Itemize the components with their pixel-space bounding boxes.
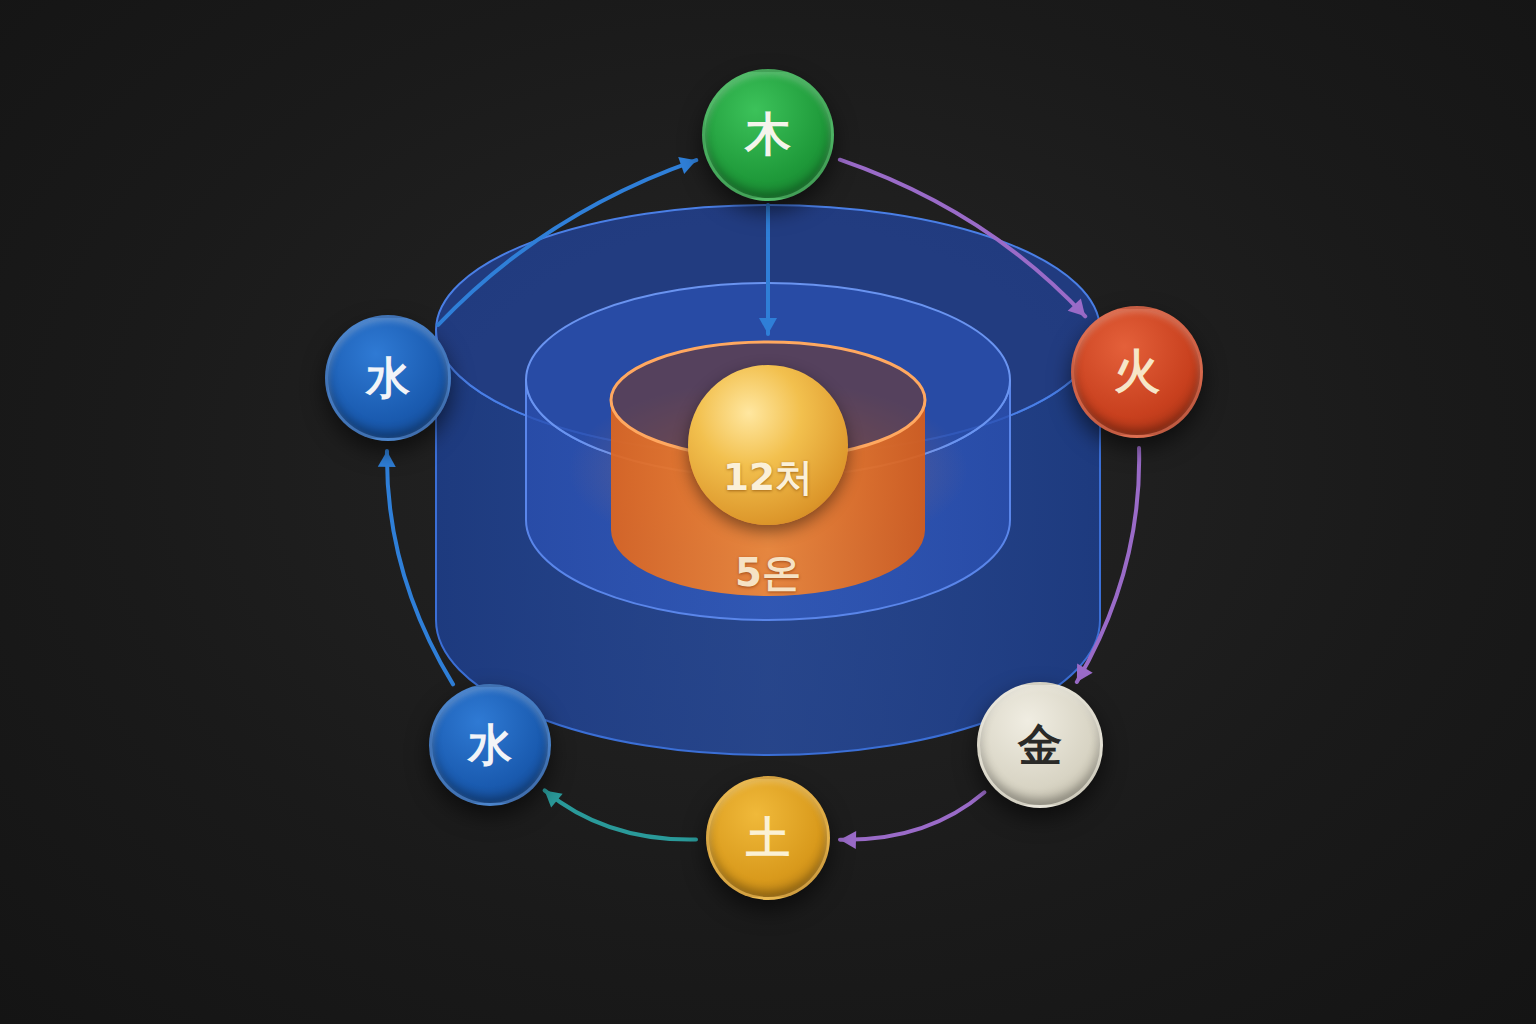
orange-ring-band: 5온 12처 xyxy=(608,338,928,600)
node-label: 5온 xyxy=(608,548,928,600)
arrowhead xyxy=(1068,299,1085,317)
node-label: 水 xyxy=(366,349,410,408)
element-circle: 木 xyxy=(702,69,834,201)
cycle-arrow xyxy=(387,451,453,684)
element-circle: 金 xyxy=(977,682,1103,808)
cycle-arrow xyxy=(545,790,696,839)
golden-sphere: 12처 xyxy=(688,365,848,525)
node-label: 木 xyxy=(745,104,791,166)
arrowhead xyxy=(840,831,856,849)
element-circle: 水 xyxy=(429,684,551,806)
node-label: 土 xyxy=(746,809,790,868)
element-circle: 土 xyxy=(706,776,830,900)
arrowhead xyxy=(1077,664,1093,682)
element-circle: 水 xyxy=(325,315,451,441)
cycle-arrow xyxy=(766,205,770,334)
node-label: 水 xyxy=(468,716,512,775)
node-label: 金 xyxy=(1018,716,1062,775)
cycle-arrow xyxy=(840,160,1085,317)
element-circle: 火 xyxy=(1071,306,1203,438)
node-label: 12처 xyxy=(688,453,848,503)
cycle-arrow xyxy=(840,792,984,839)
node-label: 火 xyxy=(1114,341,1160,403)
arrowhead xyxy=(759,318,777,334)
arrowhead xyxy=(678,157,696,174)
arrowhead xyxy=(545,790,563,807)
cycle-arrow xyxy=(1077,448,1139,682)
arrowhead xyxy=(378,451,396,467)
cycle-arrow xyxy=(438,160,696,325)
